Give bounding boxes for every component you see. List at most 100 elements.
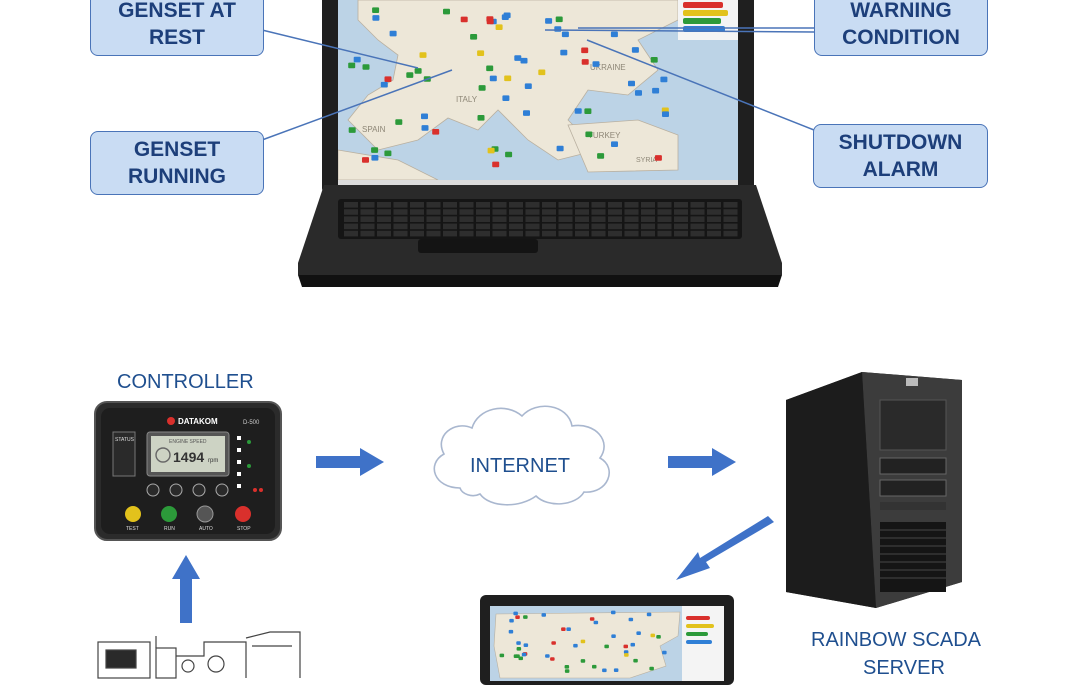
keyboard-key[interactable] — [476, 230, 490, 237]
keyboard-key[interactable] — [443, 202, 457, 208]
keyboard-key[interactable] — [344, 216, 358, 222]
keyboard-key[interactable] — [344, 209, 358, 215]
map-marker[interactable] — [508, 629, 514, 634]
map-marker[interactable] — [362, 157, 369, 163]
map-marker[interactable] — [395, 119, 403, 125]
map-marker[interactable] — [613, 668, 619, 672]
map-marker[interactable] — [384, 150, 392, 157]
keyboard-key[interactable] — [525, 209, 540, 215]
keyboard-key[interactable] — [344, 202, 358, 208]
keyboard-key[interactable] — [492, 202, 507, 208]
map-marker[interactable] — [630, 642, 636, 647]
keyboard-key[interactable] — [360, 202, 375, 208]
keyboard-key[interactable] — [723, 202, 738, 208]
map-marker[interactable] — [520, 57, 528, 64]
keyboard-key[interactable] — [674, 230, 688, 237]
keyboard-key[interactable] — [492, 223, 507, 230]
map-marker[interactable] — [514, 55, 522, 61]
keyboard-key[interactable] — [542, 230, 556, 237]
keyboard-key[interactable] — [624, 202, 639, 208]
keyboard-key[interactable] — [690, 202, 705, 208]
map-marker[interactable] — [628, 80, 635, 87]
keyboard-key[interactable] — [657, 230, 672, 237]
keyboard-key[interactable] — [443, 223, 457, 230]
keyboard-key[interactable] — [509, 209, 523, 215]
keyboard-key[interactable] — [657, 209, 672, 215]
keyboard-key[interactable] — [443, 216, 457, 222]
map-marker[interactable] — [560, 49, 568, 56]
keyboard-key[interactable] — [509, 216, 523, 222]
keyboard-key[interactable] — [377, 230, 391, 237]
map-marker[interactable] — [628, 617, 634, 622]
keyboard-key[interactable] — [575, 230, 589, 237]
map-marker[interactable] — [556, 145, 564, 152]
keyboard-key[interactable] — [674, 209, 688, 215]
keyboard-key[interactable] — [459, 216, 474, 222]
map-marker[interactable] — [513, 654, 519, 658]
map-marker[interactable] — [602, 668, 607, 673]
keyboard-key[interactable] — [657, 216, 672, 222]
map-marker[interactable] — [662, 650, 667, 655]
keyboard-key[interactable] — [443, 230, 457, 237]
keyboard-key[interactable] — [542, 209, 556, 215]
map-marker[interactable] — [574, 108, 582, 114]
map-marker[interactable] — [495, 24, 503, 30]
keyboard-key[interactable] — [641, 230, 655, 237]
keyboard-key[interactable] — [723, 209, 738, 215]
map-marker[interactable] — [406, 72, 414, 78]
map-marker[interactable] — [372, 7, 380, 13]
map-marker[interactable] — [432, 129, 440, 135]
map-marker[interactable] — [592, 61, 600, 67]
map-marker[interactable] — [492, 161, 500, 168]
keyboard-key[interactable] — [657, 202, 672, 208]
keyboard-key[interactable] — [707, 216, 721, 222]
map-marker[interactable] — [421, 125, 429, 131]
map-marker[interactable] — [633, 658, 638, 663]
map-marker[interactable] — [656, 635, 661, 639]
keyboard-key[interactable] — [443, 209, 457, 215]
keyboard-key[interactable] — [542, 223, 556, 230]
map-marker[interactable] — [611, 610, 616, 615]
keyboard-key[interactable] — [426, 202, 441, 208]
map-marker[interactable] — [581, 47, 589, 54]
keyboard-key[interactable] — [690, 216, 705, 222]
keyboard-key[interactable] — [690, 223, 705, 230]
keyboard-key[interactable] — [707, 202, 721, 208]
map-marker[interactable] — [635, 90, 642, 96]
keyboard-key[interactable] — [393, 209, 408, 215]
map-marker[interactable] — [421, 113, 428, 120]
map-marker[interactable] — [584, 108, 592, 114]
keyboard-key[interactable] — [393, 223, 408, 230]
map-marker[interactable] — [589, 617, 595, 621]
keyboard-key[interactable] — [624, 209, 639, 215]
map-marker[interactable] — [564, 665, 570, 669]
keyboard-key[interactable] — [608, 230, 622, 237]
keyboard-key[interactable] — [657, 223, 672, 230]
map-marker[interactable] — [523, 615, 528, 619]
keyboard-key[interactable] — [459, 202, 474, 208]
keyboard-key[interactable] — [426, 209, 441, 215]
map-marker[interactable] — [623, 650, 629, 654]
keyboard-key[interactable] — [608, 216, 622, 222]
map-marker[interactable] — [470, 34, 478, 40]
keyboard-key[interactable] — [591, 216, 606, 222]
map-marker[interactable] — [604, 644, 609, 649]
keyboard-key[interactable] — [575, 209, 589, 215]
map-marker[interactable] — [660, 76, 668, 83]
map-marker[interactable] — [555, 16, 563, 23]
map-marker[interactable] — [538, 69, 546, 76]
keyboard-key[interactable] — [525, 230, 540, 237]
map-marker[interactable] — [487, 147, 495, 154]
keyboard-key[interactable] — [360, 209, 375, 215]
keyboard-key[interactable] — [360, 223, 375, 230]
keyboard-key[interactable] — [542, 202, 556, 208]
map-marker[interactable] — [389, 30, 397, 37]
keyboard-key[interactable] — [558, 202, 573, 208]
map-marker[interactable] — [523, 110, 530, 116]
keyboard-key[interactable] — [608, 202, 622, 208]
keyboard-key[interactable] — [393, 216, 408, 222]
map-marker[interactable] — [353, 56, 361, 63]
keyboard-key[interactable] — [591, 223, 606, 230]
map-marker[interactable] — [561, 31, 569, 38]
map-marker[interactable] — [478, 85, 486, 91]
